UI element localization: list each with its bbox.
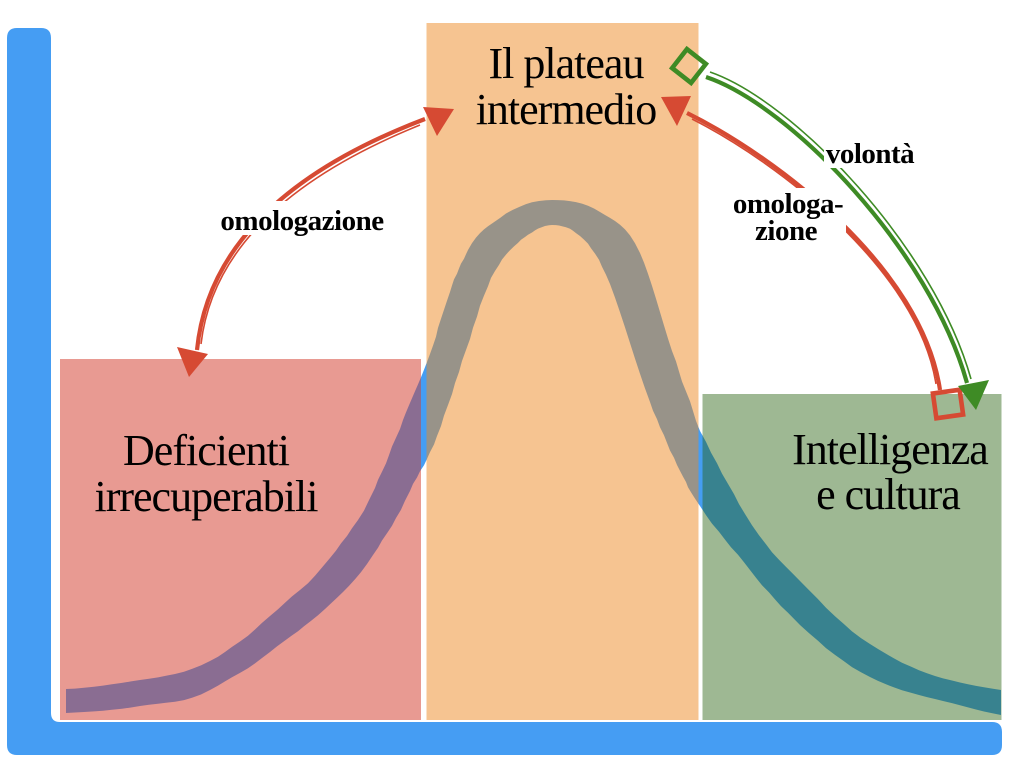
svg-text:volontà: volontà <box>826 138 915 170</box>
svg-text:zione: zione <box>755 215 818 247</box>
svg-text:e cultura: e cultura <box>816 470 960 519</box>
svg-text:Deficienti: Deficienti <box>123 426 290 475</box>
svg-text:Intelligenza: Intelligenza <box>792 425 988 474</box>
svg-text:omologazione: omologazione <box>220 205 384 237</box>
svg-text:omologa-: omologa- <box>733 188 843 220</box>
svg-text:irrecuperabili: irrecuperabili <box>95 472 319 521</box>
svg-text:Il plateau: Il plateau <box>489 39 645 88</box>
svg-text:intermedio: intermedio <box>476 85 657 134</box>
